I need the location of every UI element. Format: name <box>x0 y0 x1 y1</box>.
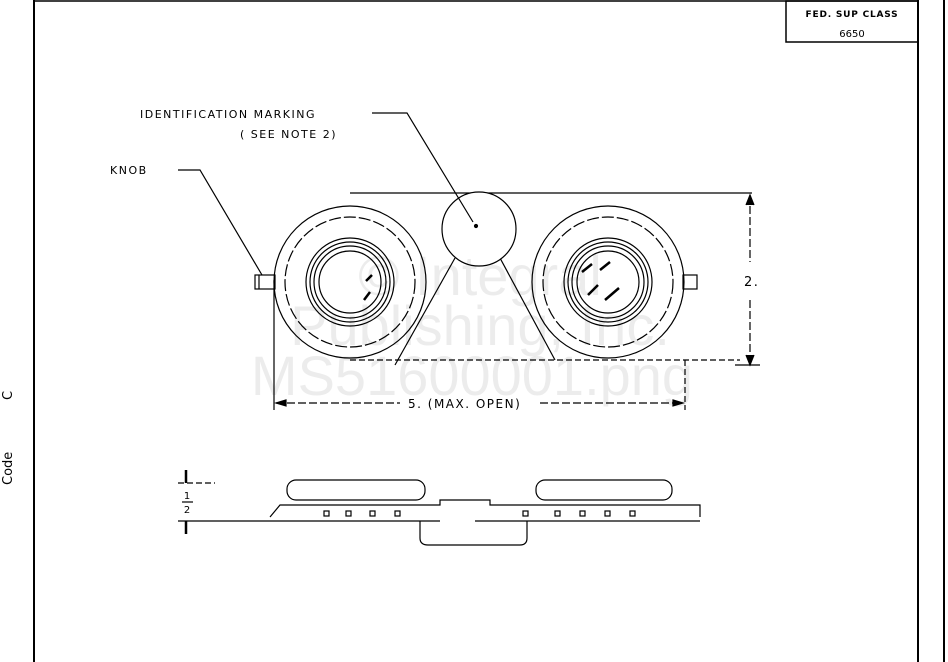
width-value: 5. (MAX. OPEN) <box>408 397 521 411</box>
identification-marking-circle <box>394 191 556 366</box>
thickness-dimension: 1 2 <box>178 470 230 534</box>
watermark-line-3: MS51600001.png <box>251 344 693 407</box>
code-value: C <box>1 391 16 400</box>
knob-leader <box>178 169 263 276</box>
side-view: 1 2 <box>178 470 701 546</box>
height-dimension: 2. <box>735 193 760 367</box>
thickness-denominator: 2 <box>184 505 190 516</box>
left-eyecup <box>273 205 427 359</box>
code-margin-text: Code C <box>1 391 16 485</box>
right-eyecup <box>531 205 685 359</box>
watermark: © Integral Publishing, Inc. MS51600001.p… <box>251 244 693 407</box>
identification-leader <box>372 112 474 223</box>
see-note-label: ( SEE NOTE 2) <box>240 128 337 141</box>
watermark-line-1: © Integral <box>358 244 602 307</box>
knob-label: KNOB <box>110 164 148 177</box>
title-block: FED. SUP CLASS 6650 <box>785 0 919 43</box>
fed-sup-class-label: FED. SUP CLASS <box>806 10 899 20</box>
watermark-line-2: Publishing, Inc. <box>290 294 670 357</box>
fed-sup-class-value: 6650 <box>839 29 864 40</box>
right-knob-icon <box>682 274 698 290</box>
code-label: Code <box>1 452 16 485</box>
width-dimension: 5. (MAX. OPEN) <box>273 280 686 411</box>
height-value: 2. <box>744 275 759 290</box>
thickness-numerator: 1 <box>184 491 190 502</box>
identification-marking-label: IDENTIFICATION MARKING <box>140 108 316 121</box>
top-view: IDENTIFICATION MARKING ( SEE NOTE 2) KNO… <box>110 108 760 411</box>
left-knob-icon <box>254 274 276 290</box>
